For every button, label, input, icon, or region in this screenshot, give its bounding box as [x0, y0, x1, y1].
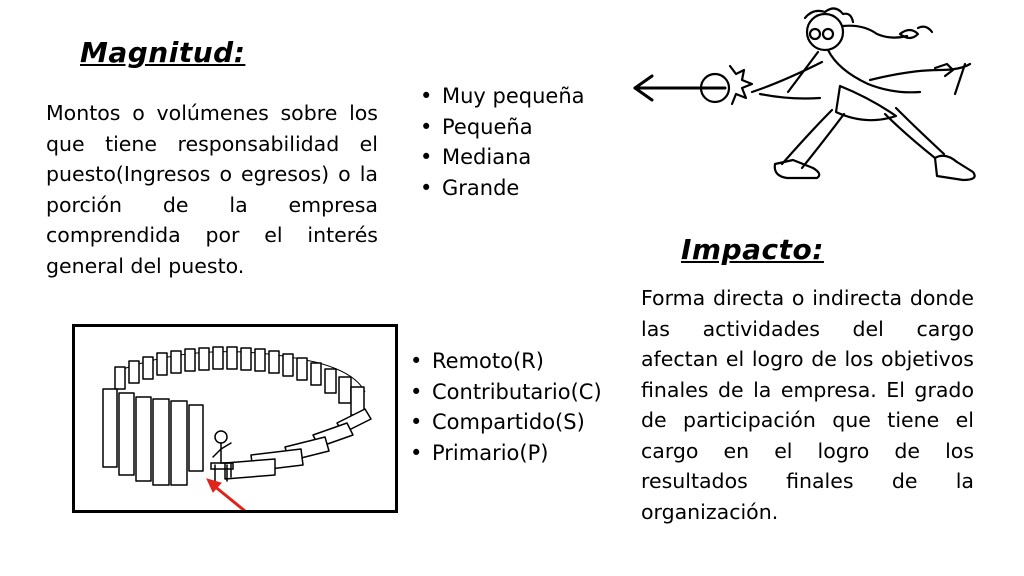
domino-illustration [102, 346, 372, 510]
type-item: Compartido(S) [408, 407, 602, 438]
level-item: Muy pequeña [418, 81, 585, 112]
type-item: Remoto(R) [408, 346, 602, 377]
level-item: Grande [418, 173, 585, 204]
magnitud-description: Montos o volúmenes sobre los que tiene r… [46, 101, 378, 278]
magnitud-levels-list: Muy pequeña Pequeña Mediana Grande [418, 81, 585, 203]
level-item: Mediana [418, 142, 585, 173]
arrow-left-icon [633, 74, 727, 102]
type-item: Primario(P) [408, 438, 602, 469]
domino-illustration-frame [72, 324, 398, 513]
red-arrow-icon [206, 478, 247, 510]
magnitud-title: Magnitud: [80, 36, 246, 69]
type-item: Contributario(C) [408, 377, 602, 408]
level-item: Pequeña [418, 112, 585, 143]
tennis-player-illustration [633, 7, 976, 182]
impacto-description: Forma directa o indirecta donde las acti… [641, 286, 974, 524]
impacto-types-list: Remoto(R) Contributario(C) Compartido(S)… [408, 346, 602, 468]
impacto-title: Impacto: [681, 233, 824, 266]
ball-icon [699, 72, 731, 104]
